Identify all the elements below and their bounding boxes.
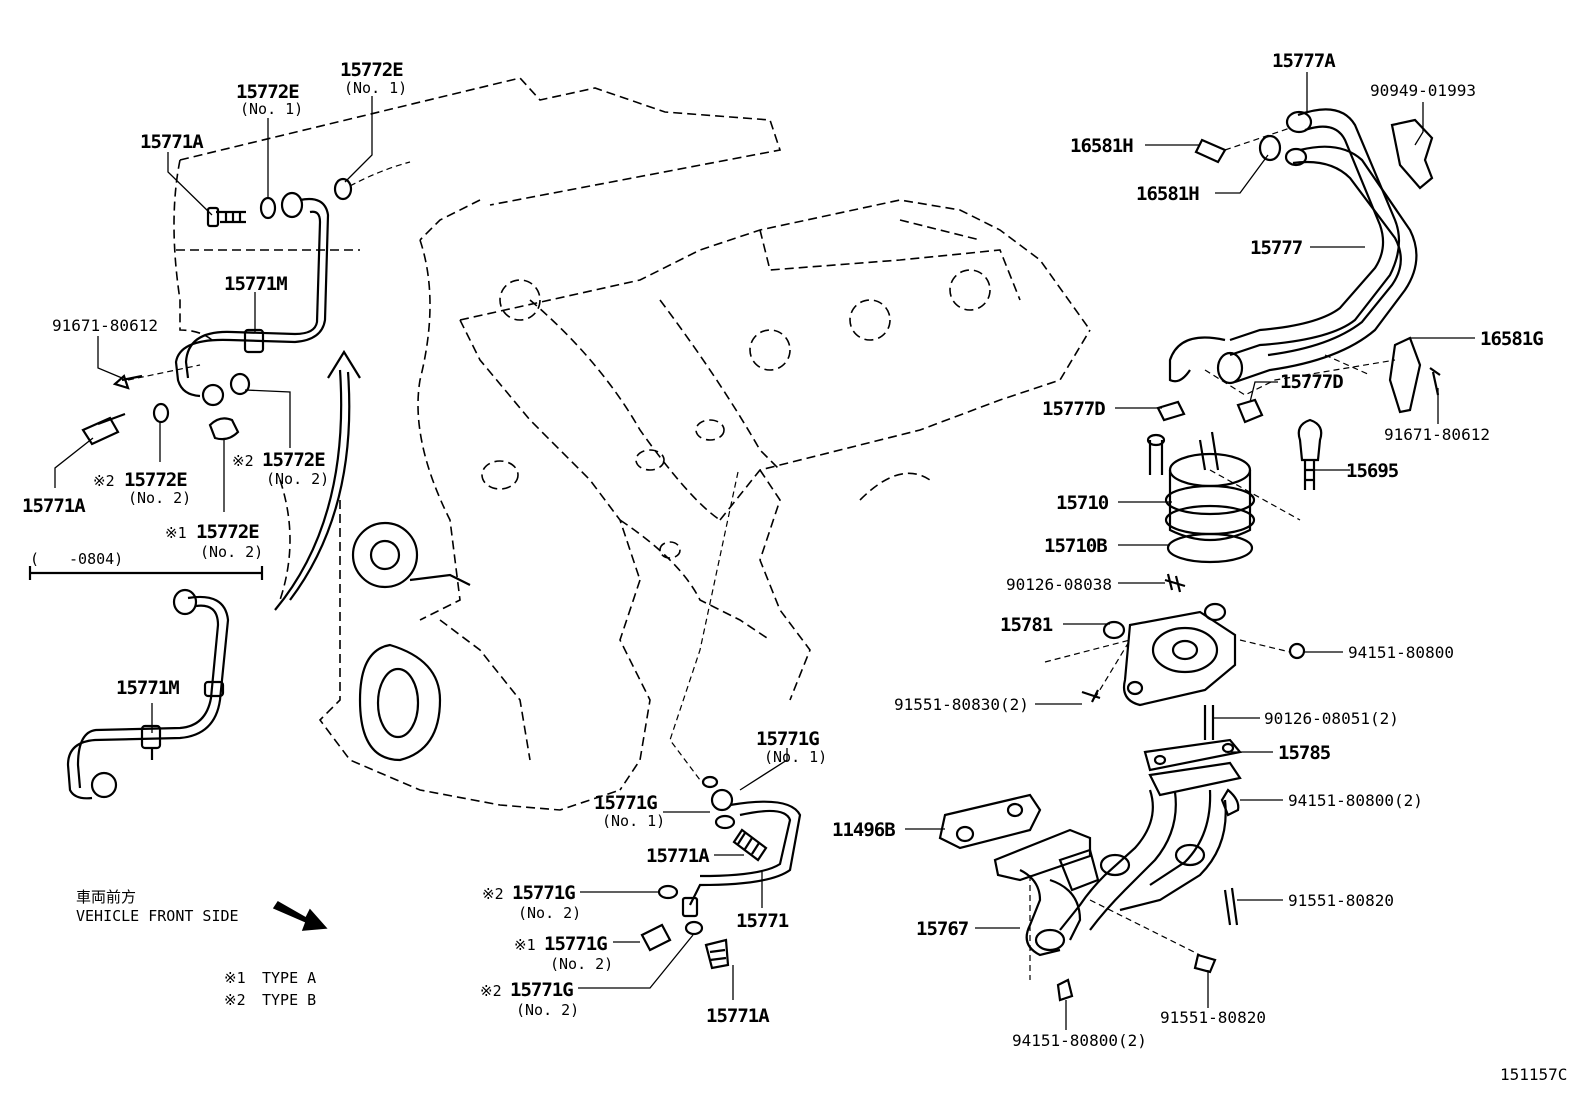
label-15772e-top-left-sub: (No. 1) — [240, 100, 303, 118]
label-15771g-c-sub: (No. 2) — [518, 904, 581, 922]
figure-code: 151157C — [1500, 1065, 1567, 1084]
label-91551-80820-a: 91551-80820 — [1288, 891, 1394, 910]
label-16581g: 16581G — [1480, 328, 1543, 350]
label-15772e-top-left: 15772E — [236, 81, 299, 103]
label-15781: 15781 — [1000, 614, 1053, 636]
flow-arrow — [274, 349, 361, 611]
label-15771a-left: 15771A — [22, 495, 86, 517]
label-15771g-d: 15771G — [544, 933, 607, 955]
label-15771g-d-sub: (No. 2) — [550, 955, 613, 973]
label-90949: 90949-01993 — [1370, 81, 1476, 100]
label-91551-80830: 91551-80830(2) — [894, 695, 1029, 714]
label-15695: 15695 — [1346, 460, 1399, 482]
engine-outline — [173, 77, 1091, 811]
leader-lines — [54, 72, 1475, 1030]
oil-pipe-15771m-lower — [28, 566, 264, 800]
bracket-note: ( -0804) — [30, 550, 123, 568]
label-15772e-no2-a: 15772E — [124, 469, 187, 491]
label-94151-b: 94151-80800(2) — [1288, 791, 1423, 810]
mark-15771g-d: ※1 — [514, 936, 536, 954]
label-15771g-e: 15771G — [510, 979, 573, 1001]
label-15771g-b: 15771G — [594, 792, 657, 814]
mark-15771g-c: ※2 — [482, 885, 504, 903]
label-15710b: 15710B — [1044, 535, 1107, 557]
oil-pipe-15771 — [640, 471, 802, 970]
label-15772e-no2-a-sub: (No. 2) — [128, 489, 191, 507]
label-90126-08038: 90126-08038 — [1006, 575, 1112, 594]
legend-text-1: TYPE A — [262, 969, 316, 987]
label-94151-c: 94151-80800(2) — [1012, 1031, 1147, 1050]
label-94151-a: 94151-80800 — [1348, 643, 1454, 662]
mark-15771g-e: ※2 — [480, 982, 502, 1000]
label-15771a-top: 15771A — [140, 131, 204, 153]
label-16581h-a: 16581H — [1070, 135, 1133, 157]
label-15772e-top-right-sub: (No. 1) — [344, 79, 407, 97]
label-15710: 15710 — [1056, 492, 1109, 514]
mark-15772e-no2-b: ※2 — [232, 452, 254, 470]
vehicle-front-en: VEHICLE FRONT SIDE — [76, 907, 239, 925]
label-11496b: 11496B — [832, 819, 895, 841]
label-15771g-b-sub: (No. 1) — [602, 812, 665, 830]
label-15767: 15767 — [916, 918, 969, 940]
label-15771a-bottom: 15771A — [646, 845, 710, 867]
mark-15772e-no2-a: ※2 — [93, 472, 115, 490]
label-15772e-top-right: 15772E — [340, 59, 403, 81]
mark-15772e-no2-c: ※1 — [165, 524, 187, 542]
label-91671-left: 91671-80612 — [52, 316, 158, 335]
label-15785: 15785 — [1278, 742, 1331, 764]
label-15771: 15771 — [736, 910, 789, 932]
oil-pipe-15767 — [938, 789, 1227, 980]
vehicle-front-arrow — [272, 901, 328, 931]
water-hoses — [1156, 108, 1441, 424]
oil-cooler-assembly — [1044, 418, 1323, 1002]
label-15777a: 15777A — [1272, 50, 1336, 72]
part-labels: 15772E (No. 1) 15772E (No. 1) 15771A 157… — [22, 50, 1544, 1050]
legend-text-2: TYPE B — [262, 991, 316, 1009]
label-15777d-left: 15777D — [1042, 398, 1105, 420]
legend-mark-2: ※2 — [224, 991, 246, 1009]
label-15771m-lower: 15771M — [116, 677, 179, 699]
label-90126-08051: 90126-08051(2) — [1264, 709, 1399, 728]
label-15771g-a: 15771G — [756, 728, 819, 750]
notes: ( -0804) 車両前方 VEHICLE FRONT SIDE ※1 TYPE… — [30, 550, 1567, 1084]
label-15771g-c: 15771G — [512, 882, 575, 904]
label-15771g-a-sub: (No. 1) — [764, 748, 827, 766]
vehicle-front-jp: 車両前方 — [76, 888, 136, 906]
label-15771m-top: 15771M — [224, 273, 287, 295]
label-91671-right: 91671-80612 — [1384, 425, 1490, 444]
label-15772e-no2-c: 15772E — [196, 521, 259, 543]
label-15777d-right: 15777D — [1280, 371, 1343, 393]
label-16581h-b: 16581H — [1136, 183, 1199, 205]
label-15772e-no2-b: 15772E — [262, 449, 325, 471]
label-15777: 15777 — [1250, 237, 1303, 259]
legend-mark-1: ※1 — [224, 969, 246, 987]
label-15771a-bottom2: 15771A — [706, 1005, 770, 1027]
label-91551-80820-b: 91551-80820 — [1160, 1008, 1266, 1027]
label-15772e-no2-b-sub: (No. 2) — [266, 470, 329, 488]
label-15772e-no2-c-sub: (No. 2) — [200, 543, 263, 561]
oil-pipe-15771m-upper — [81, 161, 411, 446]
label-15771g-e-sub: (No. 2) — [516, 1001, 579, 1019]
